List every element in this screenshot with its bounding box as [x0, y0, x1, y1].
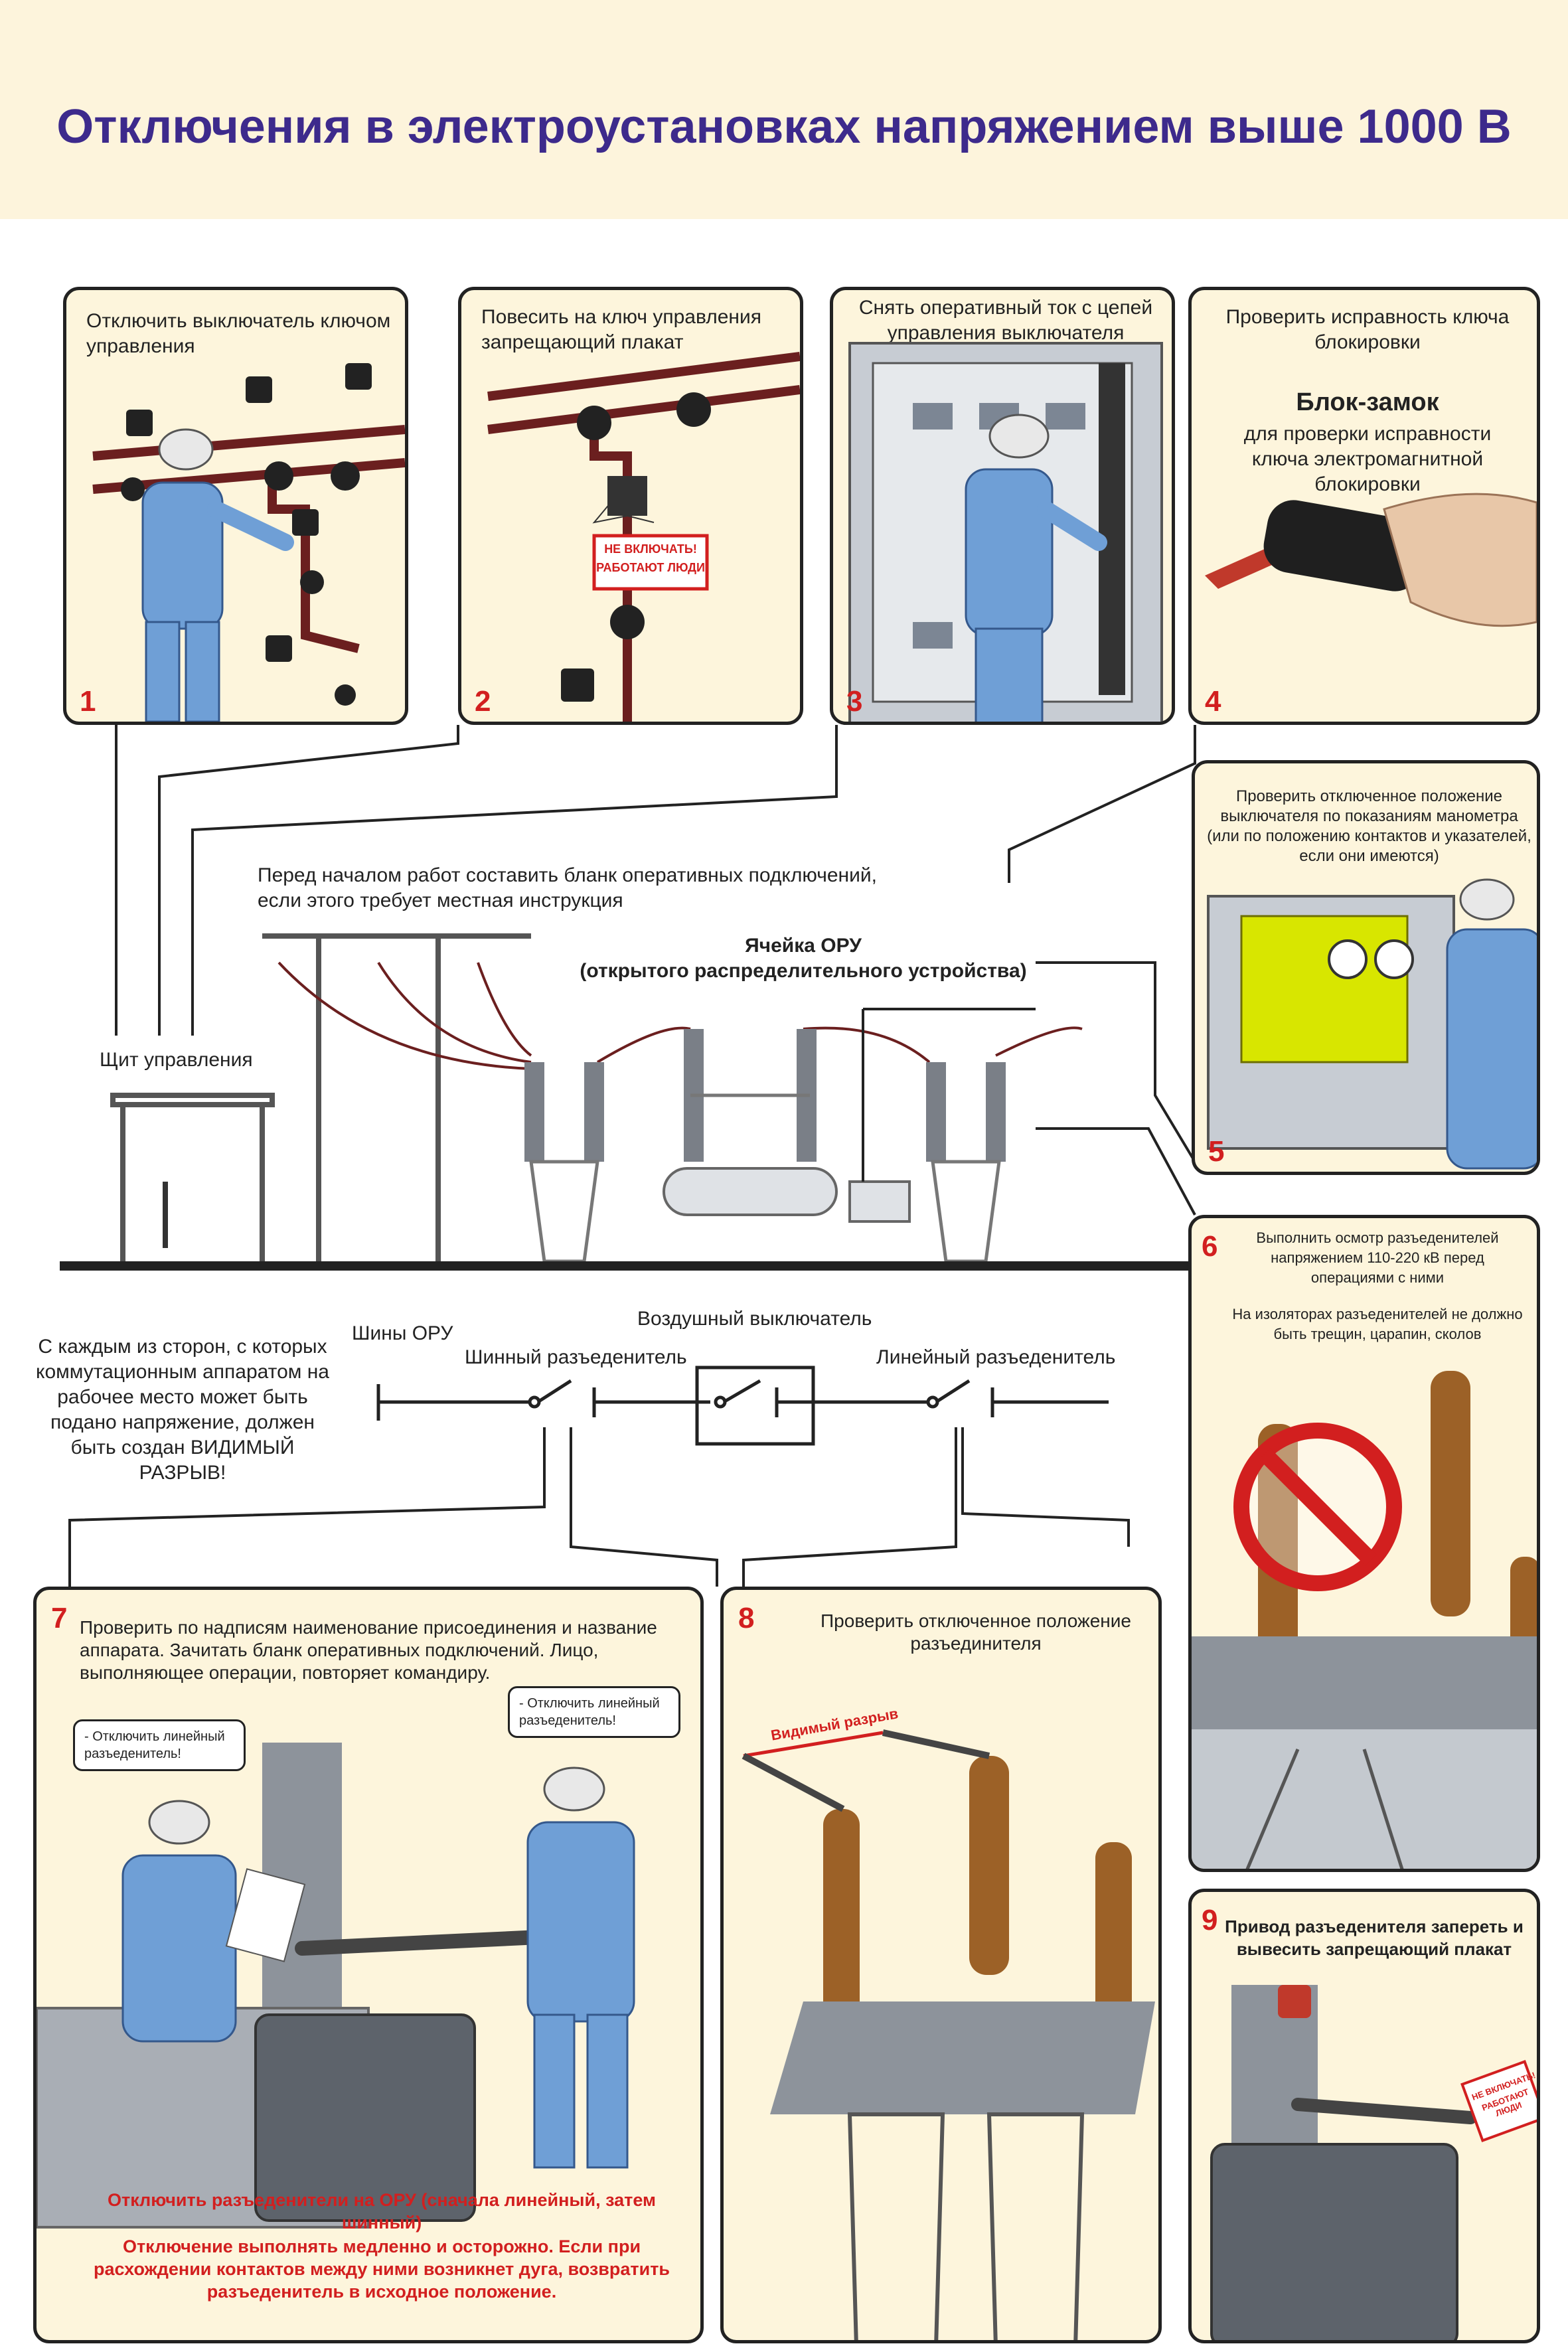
warning-sign-9: [1460, 2060, 1537, 2142]
visible-gap-note: С каждым из сторон, с которых коммутацио…: [36, 1336, 329, 1484]
step-7-bubble-left: - Отключить линейный разъеденитель!: [73, 1719, 246, 1771]
manometer-icon: [1328, 939, 1368, 979]
step-2-number: 2: [475, 685, 491, 718]
step-1-illustration: [92, 363, 405, 722]
step-6-panel: Выполнить осмотр разъеденителей напряжен…: [1188, 1215, 1540, 1872]
step-7-text: Проверить по надписям наименование присо…: [80, 1617, 657, 1683]
step-9-illustration: [1210, 1985, 1537, 2340]
step-4-illustration: [1205, 493, 1537, 627]
step-7-warning-1: Отключить разъеденители на ОРУ (сначала …: [107, 2190, 657, 2233]
step-6-number: 6: [1202, 1230, 1218, 1263]
step-7-warning-2: Отключение выполнять медленно и осторожн…: [93, 2236, 670, 2302]
padlock-icon: [1278, 1985, 1311, 2018]
step-5-number: 5: [1208, 1135, 1225, 1168]
cell-title: Ячейка ОРУ: [745, 935, 862, 957]
step-4-caption: для проверки исправности ключа электрома…: [1243, 423, 1492, 495]
step-4-number: 4: [1205, 685, 1221, 718]
step-8-panel: Проверить отключенное положение разъедин…: [720, 1587, 1162, 2343]
step-4-panel: Проверить исправность ключа блокировки Б…: [1188, 287, 1540, 725]
step-7-bubble-right: - Отключить линейный разъеденитель!: [508, 1686, 680, 1738]
step-9-number: 9: [1202, 1904, 1218, 1936]
step-5-illustration: [1207, 878, 1537, 1170]
block-lock-icon: [1263, 500, 1425, 591]
step-2-illustration: [487, 352, 800, 722]
bus-disconnector-label: Шинный разъеденитель: [465, 1346, 687, 1368]
step-3-panel: Снять оперативный ток с цепей управления…: [830, 287, 1175, 725]
step-2-panel: Повесить на ключ управления запрещающий …: [458, 287, 803, 725]
step-8-text: Проверить отключенное положение разъедин…: [821, 1610, 1131, 1654]
page-title: Отключения в электроустановках напряжени…: [56, 100, 1512, 153]
bus-label: Шины ОРУ: [352, 1322, 453, 1344]
step-5-text: Проверить отключенное положение выключат…: [1207, 787, 1531, 865]
step-1-panel: Отключить выключатель ключом управления …: [63, 287, 408, 725]
worker-1: [141, 428, 294, 722]
step-2-sign-line1: НЕ ВКЛЮЧАТЬ!: [604, 542, 697, 556]
intro-note: Перед началом работ составить бланк опер…: [258, 864, 877, 911]
hand-icon: [1383, 493, 1537, 627]
step-8-illustration: [742, 1729, 1155, 2340]
breaker-label: Воздушный выключатель: [637, 1308, 872, 1330]
step-2-sign-line2: РАБОТАЮТ ЛЮДИ: [596, 561, 705, 574]
step-1-text: Отключить выключатель ключом управления: [86, 310, 391, 357]
step-6-text1: Выполнить осмотр разъеденителей напряжен…: [1256, 1229, 1499, 1286]
control-panel-label: Щит управления: [100, 1049, 253, 1071]
step-3-illustration: [848, 342, 1163, 722]
step-8-number: 8: [738, 1602, 755, 1634]
step-9-panel: Привод разъеденителя запереть и вывесить…: [1188, 1889, 1540, 2343]
header-band: [0, 0, 1568, 219]
step-7-illustration: [37, 1743, 635, 2229]
step-6-illustration: [1192, 1371, 1537, 1869]
step-9-text: Привод разъеденителя запереть и вывесить…: [1225, 1917, 1524, 1959]
step-7-panel: Проверить по надписям наименование присо…: [33, 1587, 704, 2343]
warning-sign-2: [592, 534, 709, 591]
step-3-number: 3: [846, 685, 863, 718]
line-disconnector-label: Линейный разъеденитель: [876, 1346, 1116, 1368]
step-3-text: Снять оперативный ток с цепей управления…: [858, 297, 1153, 344]
manometer-icon: [1374, 939, 1414, 979]
cell-subtitle: (открытого распределительного устройства…: [580, 960, 1027, 982]
step-1-number: 1: [80, 685, 96, 718]
step-5-panel: Проверить отключенное положение выключат…: [1192, 760, 1540, 1175]
step-6-text2: На изоляторах разъеденителей не должно б…: [1232, 1306, 1523, 1342]
step-7-number: 7: [51, 1602, 68, 1634]
step-4-heading: Блок-замок: [1296, 388, 1439, 416]
step-2-text: Повесить на ключ управления запрещающий …: [481, 306, 761, 353]
step-4-text: Проверить исправность ключа блокировки: [1225, 306, 1510, 353]
